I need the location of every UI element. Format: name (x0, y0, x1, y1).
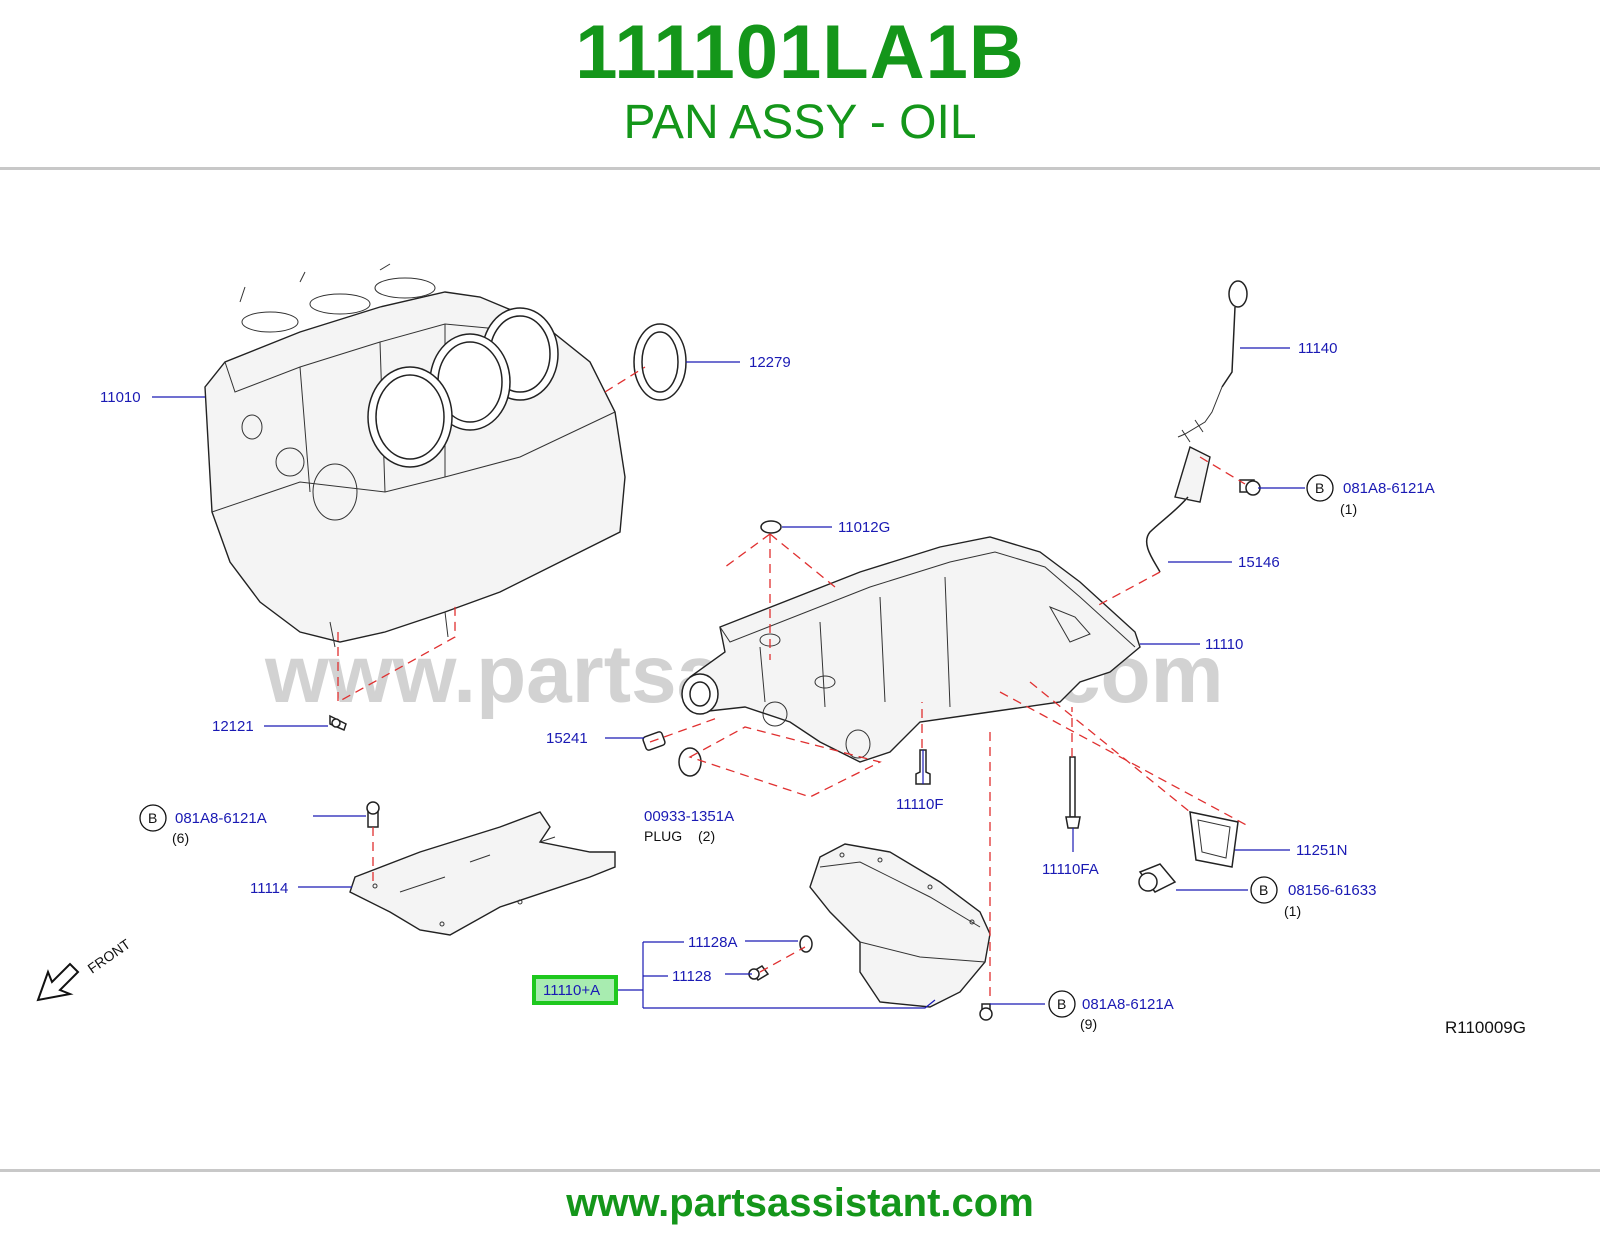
label-bolt-top[interactable]: 081A8-6121A (1343, 480, 1435, 497)
baffle-plate-drawing (349, 811, 616, 936)
b-marker-bottom-text: B (1057, 996, 1066, 1012)
highlight-box[interactable] (532, 975, 618, 1005)
label-stud-fa[interactable]: 11110FA (1042, 861, 1099, 878)
b-marker-right-text: B (1259, 882, 1268, 898)
label-baffle[interactable]: 11114 (250, 880, 288, 897)
plug-text: PLUG (644, 828, 682, 844)
label-block[interactable]: 11010 (100, 389, 141, 406)
gasket-11251n-drawing (1189, 811, 1239, 868)
leader-lines (152, 347, 1305, 1009)
plug-12121-drawing (329, 714, 347, 732)
footer-divider (0, 1169, 1600, 1172)
label-upper-pan[interactable]: 11110 (1205, 636, 1243, 653)
bolt-bottom-drawing (979, 1003, 993, 1021)
front-arrow-icon (36, 962, 80, 1002)
bolt-top-drawing (1245, 480, 1261, 496)
washer-11128a-drawing (799, 935, 813, 953)
qty-bolt-top: (1) (1340, 501, 1357, 517)
label-15241[interactable]: 15241 (546, 730, 588, 747)
qty-bolt-right: (1) (1284, 903, 1301, 919)
label-washer[interactable]: 11128A (688, 934, 738, 951)
parts-diagram: www.partsassistant.com (36, 263, 1526, 1037)
stud-11110fa-drawing (1065, 756, 1081, 829)
drain-plug-11128-drawing (748, 965, 770, 981)
upper-oil-pan-drawing (681, 536, 1141, 763)
b-marker-bottom (1048, 990, 1076, 1018)
b-marker-left-text: B (148, 810, 157, 826)
lower-oil-pan-drawing (809, 843, 991, 1008)
dashed-guide-lines (337, 366, 1251, 1002)
header-divider (0, 167, 1600, 170)
bolt-08156-drawing (1138, 863, 1177, 893)
label-guide[interactable]: 15146 (1238, 554, 1280, 571)
label-assy-highlight[interactable]: 11110+A (543, 982, 600, 999)
label-drain-plug[interactable]: 11128 (672, 968, 712, 985)
front-label: FRONT (85, 935, 134, 976)
oil-level-gauge (1177, 280, 1248, 443)
b-marker-left (139, 804, 167, 832)
qty-bolt-left: (6) (172, 830, 189, 846)
label-gauge[interactable]: 11140 (1298, 340, 1338, 357)
label-bolt-bottom[interactable]: 081A8-6121A (1082, 996, 1174, 1013)
reference-code: R110009G (1445, 1018, 1526, 1037)
label-gasket-n[interactable]: 11251N (1296, 842, 1347, 859)
engine-block-drawing (204, 263, 626, 648)
label-o-ring[interactable]: 11012G (838, 519, 890, 536)
footer-website-link[interactable]: www.partsassistant.com (566, 1181, 1034, 1225)
part-name-subtitle: PAN ASSY - OIL (623, 96, 977, 149)
label-plug-12121[interactable]: 12121 (212, 718, 254, 735)
b-marker-top-text: B (1315, 480, 1324, 496)
label-bolt-left[interactable]: 081A8-6121A (175, 810, 267, 827)
qty-plug: (2) (698, 828, 715, 844)
qty-bolt-bottom: (9) (1080, 1016, 1097, 1032)
label-plug-code[interactable]: 00933-1351A (644, 808, 734, 825)
b-marker-top (1306, 474, 1334, 502)
o-ring-11012g (760, 520, 782, 534)
part-number-title: 111101LA1B (575, 10, 1025, 95)
plug-00933-drawing (678, 747, 702, 777)
bolt-left-drawing (366, 801, 380, 828)
label-stud-f[interactable]: 11110F (896, 796, 944, 813)
rear-oil-seal (633, 323, 687, 401)
b-marker-right (1250, 876, 1278, 904)
label-bolt-right[interactable]: 08156-61633 (1288, 882, 1376, 899)
label-seal[interactable]: 12279 (749, 354, 791, 371)
